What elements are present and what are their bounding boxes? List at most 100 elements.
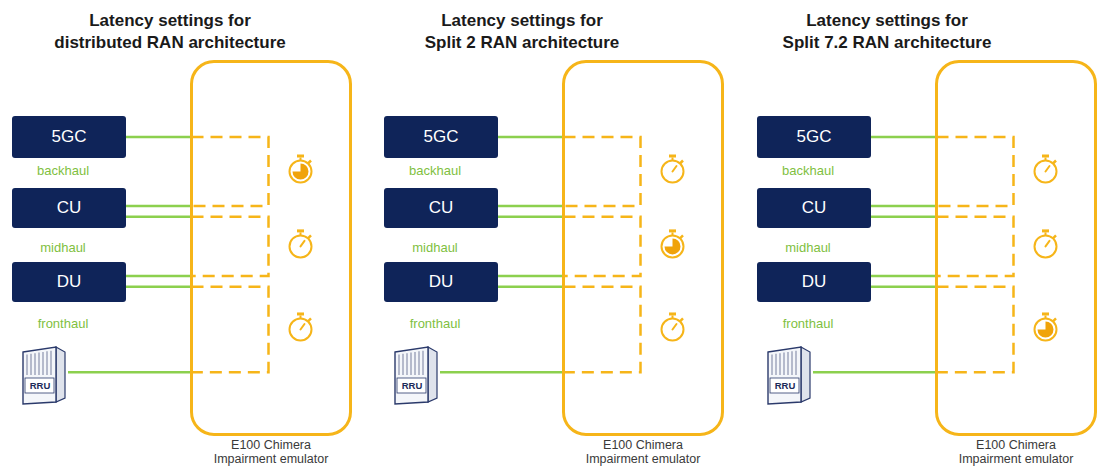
cooling-fin <box>775 354 776 375</box>
radio-unit: RRU <box>392 343 440 405</box>
cooling-fin <box>402 354 403 375</box>
latency-timer <box>662 229 684 257</box>
radio-unit-icon <box>20 343 68 405</box>
link-label: midhaul <box>412 240 458 255</box>
cooling-fin <box>26 354 27 375</box>
cooling-fin <box>787 352 788 375</box>
radio-unit-front <box>768 347 801 404</box>
cooling-fin <box>791 351 792 375</box>
box-label: CU <box>802 198 827 218</box>
network-function-box: 5GC <box>384 116 498 158</box>
cooling-fin <box>779 353 780 375</box>
radio-unit-plate <box>397 378 426 393</box>
radio-unit-side <box>428 347 437 402</box>
link-line <box>126 136 190 139</box>
radio-unit-front <box>395 347 428 404</box>
latency-timer <box>290 312 312 340</box>
timer-knob <box>1042 229 1049 232</box>
cooling-fin <box>771 354 772 375</box>
timer-face <box>290 318 312 340</box>
emulated-path <box>192 217 269 276</box>
emulated-path <box>192 137 269 206</box>
cooling-fin <box>34 353 35 375</box>
link-line <box>126 286 190 289</box>
link-label: fronthaul <box>38 316 89 331</box>
radio-unit-icon <box>392 343 440 405</box>
link-line <box>871 286 935 289</box>
timer-knob <box>669 155 676 158</box>
network-function-box: CU <box>384 188 498 228</box>
timer-fill <box>293 164 309 180</box>
timer-hand <box>673 324 677 330</box>
radio-unit-front <box>23 347 56 404</box>
panel-title: Latency settings for distributed RAN arc… <box>54 10 285 54</box>
timer-knob <box>669 312 676 315</box>
cooling-fin <box>30 354 31 375</box>
emulated-path <box>937 217 1014 276</box>
latency-timer <box>290 155 312 183</box>
latency-timer <box>290 229 312 257</box>
link-line <box>440 371 562 374</box>
latency-timer <box>662 155 684 183</box>
title-line: Split 2 RAN architecture <box>425 32 620 54</box>
title-line: Latency settings for <box>89 11 251 30</box>
link-line <box>126 275 190 278</box>
title-line: distributed RAN architecture <box>54 32 285 54</box>
cooling-fin <box>414 352 415 375</box>
cooling-fin <box>46 351 47 375</box>
box-label: DU <box>802 272 827 292</box>
cooling-fin <box>783 353 784 375</box>
cooling-fin <box>422 351 423 375</box>
timer-knob <box>1042 312 1049 315</box>
cooling-fin <box>406 353 407 375</box>
radio-unit: RRU <box>20 343 68 405</box>
emulated-path <box>937 287 1014 372</box>
latency-timer <box>662 312 684 340</box>
link-line <box>871 136 935 139</box>
cooling-fin <box>38 353 39 375</box>
timer-face <box>662 235 684 257</box>
timer-knob <box>1042 155 1049 158</box>
cooling-fin <box>410 353 411 375</box>
box-label: 5GC <box>797 127 832 147</box>
link-label: fronthaul <box>783 316 834 331</box>
title-line: Latency settings for <box>441 11 603 30</box>
latency-timer <box>1035 312 1057 340</box>
timer-fill <box>665 238 681 254</box>
radio-unit: RRU <box>765 343 813 405</box>
box-label: DU <box>57 272 82 292</box>
timer-knob <box>297 155 304 158</box>
link-line <box>813 371 935 374</box>
network-function-box: CU <box>12 188 126 228</box>
radio-unit-label: RRU <box>398 380 426 391</box>
cooling-fin <box>42 352 43 375</box>
timer-knob <box>297 229 304 232</box>
timer-face <box>1035 161 1057 183</box>
radio-unit-icon <box>765 343 813 405</box>
title-line: Split 7.2 RAN architecture <box>783 32 992 54</box>
network-function-box: 5GC <box>757 116 871 158</box>
radio-unit-label: RRU <box>771 380 799 391</box>
timer-hand <box>673 166 677 172</box>
link-label: midhaul <box>785 240 831 255</box>
link-line <box>126 216 190 219</box>
link-line <box>498 286 562 289</box>
link-line <box>498 216 562 219</box>
timer-face <box>290 235 312 257</box>
radio-unit-plate <box>770 378 799 393</box>
link-line <box>68 371 190 374</box>
network-function-box: DU <box>384 262 498 302</box>
link-line <box>126 205 190 208</box>
emulator-caption: E100 Chimera Impairment emulator <box>578 439 708 466</box>
emulated-path <box>192 287 269 372</box>
link-label: backhaul <box>37 163 89 178</box>
link-line <box>871 216 935 219</box>
panel-title: Latency settings for Split 7.2 RAN archi… <box>783 10 992 54</box>
emulated-path <box>564 287 641 372</box>
network-function-box: 5GC <box>12 116 126 158</box>
impairment-emulator: E100 Chimera Impairment emulator <box>935 60 1097 436</box>
cooling-fin <box>418 351 419 375</box>
title-line: Latency settings for <box>806 11 968 30</box>
